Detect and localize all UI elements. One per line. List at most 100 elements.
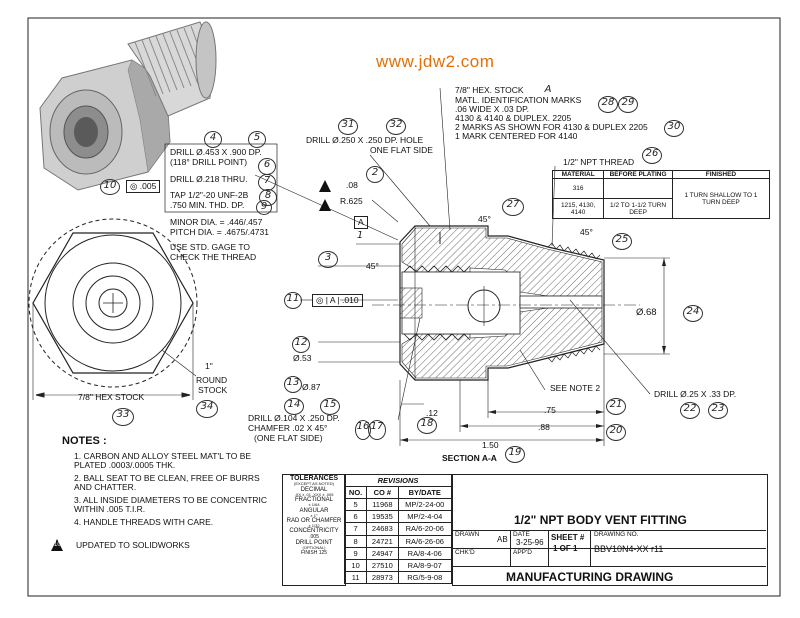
balloon-23: 23: [708, 402, 728, 419]
balloon-10: 10: [100, 179, 120, 195]
balloon-29: 29: [618, 96, 638, 113]
note-2: 2. BALL SEAT TO BE CLEAN, FREE OF BURRS …: [74, 473, 260, 492]
balloon-3: 3: [318, 251, 338, 268]
id-marks-note: MATL. IDENTIFICATION MARKS: [455, 95, 582, 105]
dim-45b: 45°: [580, 227, 593, 237]
balloon-6: 6: [258, 158, 276, 175]
part-name: 1/2" NPT BODY VENT FITTING: [514, 513, 687, 527]
balloon-31: 31: [338, 118, 358, 135]
balloon-27: 27: [502, 198, 524, 216]
rev-flag-10: [51, 539, 63, 551]
solidworks-note: UPDATED TO SOLIDWORKS: [76, 540, 190, 550]
balloon-4: 4: [204, 131, 222, 148]
gage-note-2: CHECK THE THREAD: [170, 252, 257, 262]
balloon-33: 33: [112, 408, 134, 426]
rev-flag-label: 10: [54, 542, 61, 548]
label-a-triangle: A: [544, 84, 552, 95]
balloon-17: 17: [368, 420, 386, 440]
stock-label: STOCK: [198, 385, 228, 395]
manufacturing-drawing-label: MANUFACTURING DRAWING: [506, 570, 674, 584]
dim-053: Ø.53: [293, 353, 312, 363]
notes-title: NOTES :: [62, 435, 107, 447]
balloon-19: 19: [505, 446, 525, 463]
dim-45c: 45°: [366, 261, 379, 271]
drawn-by: AB: [497, 535, 508, 544]
one-flat-side-2: (ONE FLAT SIDE): [254, 433, 323, 443]
watermark: www.jdw2.com: [376, 52, 495, 71]
drill-250-note: DRILL Ø.250 X .250 DP. HOLE: [306, 135, 424, 145]
minor-dia-note: MINOR DIA. = .446/.457: [170, 217, 263, 227]
one-flat-side-note: ONE FLAT SIDE: [370, 145, 433, 155]
chamfer-note: CHAMFER .02 X 45°: [248, 423, 328, 433]
see-note-2: SEE NOTE 2: [550, 383, 601, 393]
checked-label: CHK'D: [455, 549, 475, 556]
balloon-25: 25: [612, 233, 632, 250]
dim-068: Ø.68: [636, 307, 657, 318]
hex-stock-dim: 7/8" HEX STOCK: [78, 392, 145, 402]
note-1: 1. CARBON AND ALLOY STEEL MAT'L TO BE PL…: [74, 451, 252, 470]
balloon-32: 32: [386, 118, 406, 135]
balloon-28: 28: [598, 96, 618, 113]
balloon-5: 5: [248, 131, 266, 148]
balloon-34: 34: [196, 400, 218, 418]
dim-150: 1.50: [482, 440, 499, 450]
balloon-30: 30: [664, 120, 684, 137]
drill-453-note: DRILL Ø.453 X .900 DP.: [170, 147, 262, 157]
drawing-no-label: DRAWING NO.: [594, 531, 639, 538]
dim-087: Ø.87: [302, 382, 321, 392]
datum-a-box: A: [354, 216, 368, 229]
rev-flag-11a: [319, 180, 331, 192]
balloon-18: 18: [417, 417, 437, 434]
dim-r625: R.625: [340, 196, 363, 206]
wide-deep-note: .06 WIDE X .03 DP.: [455, 104, 530, 114]
balloon-12: 12: [292, 336, 310, 353]
balloon-13: 13: [284, 376, 302, 393]
balloon-1: 1: [356, 230, 364, 241]
tap-note: TAP 1/2"-20 UNF-2B: [170, 190, 249, 200]
note-4: 4. HANDLE THREADS WITH CARE.: [74, 517, 214, 527]
material-note-3: 1 MARK CENTERED FOR 4140: [455, 131, 578, 141]
drill-point-note: (118° DRILL POINT): [170, 157, 248, 167]
drill-104-note: DRILL Ø.104 X .250 DP.: [248, 413, 340, 423]
end-view: [28, 218, 198, 400]
balloon-14: 14: [284, 398, 304, 415]
section-label: SECTION A-A: [442, 453, 497, 463]
note-3: 3. ALL INSIDE DIAMETERS TO BE CONCENTRIC…: [74, 495, 268, 514]
material-note-2: 2 MARKS AS SHOWN FOR 4130 & DUPLEX 2205: [455, 122, 648, 132]
concentricity-fcf: ◎ .005: [126, 180, 161, 193]
balloon-11: 11: [284, 292, 302, 309]
npt-thread-note: 1/2" NPT THREAD: [563, 157, 635, 167]
dim-75: .75: [544, 405, 556, 415]
tap-depth-note: .750 MIN. THD. DP.: [170, 200, 245, 210]
section-view: [372, 225, 640, 381]
balloon-26: 26: [642, 147, 662, 164]
position-fcf: ◎ | A | .010: [312, 294, 363, 307]
balloon-24: 24: [683, 305, 703, 322]
balloon-15: 15: [320, 398, 340, 415]
dim-88: .88: [538, 422, 550, 432]
approved-label: APP'D: [513, 549, 532, 556]
drill-218-note: DRILL Ø.218 THRU.: [170, 174, 248, 184]
dim-12: .12: [426, 408, 438, 418]
sheet-label: SHEET #: [551, 533, 585, 542]
date-label: DATE: [513, 531, 530, 538]
one-inch-dim: 1": [205, 361, 213, 371]
hex-stock-note: 7/8" HEX. STOCK: [455, 85, 524, 95]
round-label: ROUND: [196, 375, 228, 385]
rev-flag-11b: [319, 199, 331, 211]
drawing-number: BBV10N4-XX r11: [594, 544, 664, 554]
gage-note-1: USE STD. GAGE TO: [170, 242, 250, 252]
drawn-label: DRAWN: [455, 531, 480, 538]
pitch-dia-note: PITCH DIA. = .4675/.4731: [170, 227, 269, 237]
balloon-9: 9: [256, 200, 272, 215]
drill-25-note: DRILL Ø.25 X .33 DP.: [654, 389, 737, 399]
fitting-3d-render: [39, 21, 217, 191]
balloon-20: 20: [606, 424, 626, 441]
sheet-number: 1 OF 1: [553, 544, 578, 553]
drawing-date: 3-25-96: [516, 538, 544, 547]
balloon-2: 2: [366, 166, 384, 183]
balloon-22: 22: [680, 402, 700, 419]
